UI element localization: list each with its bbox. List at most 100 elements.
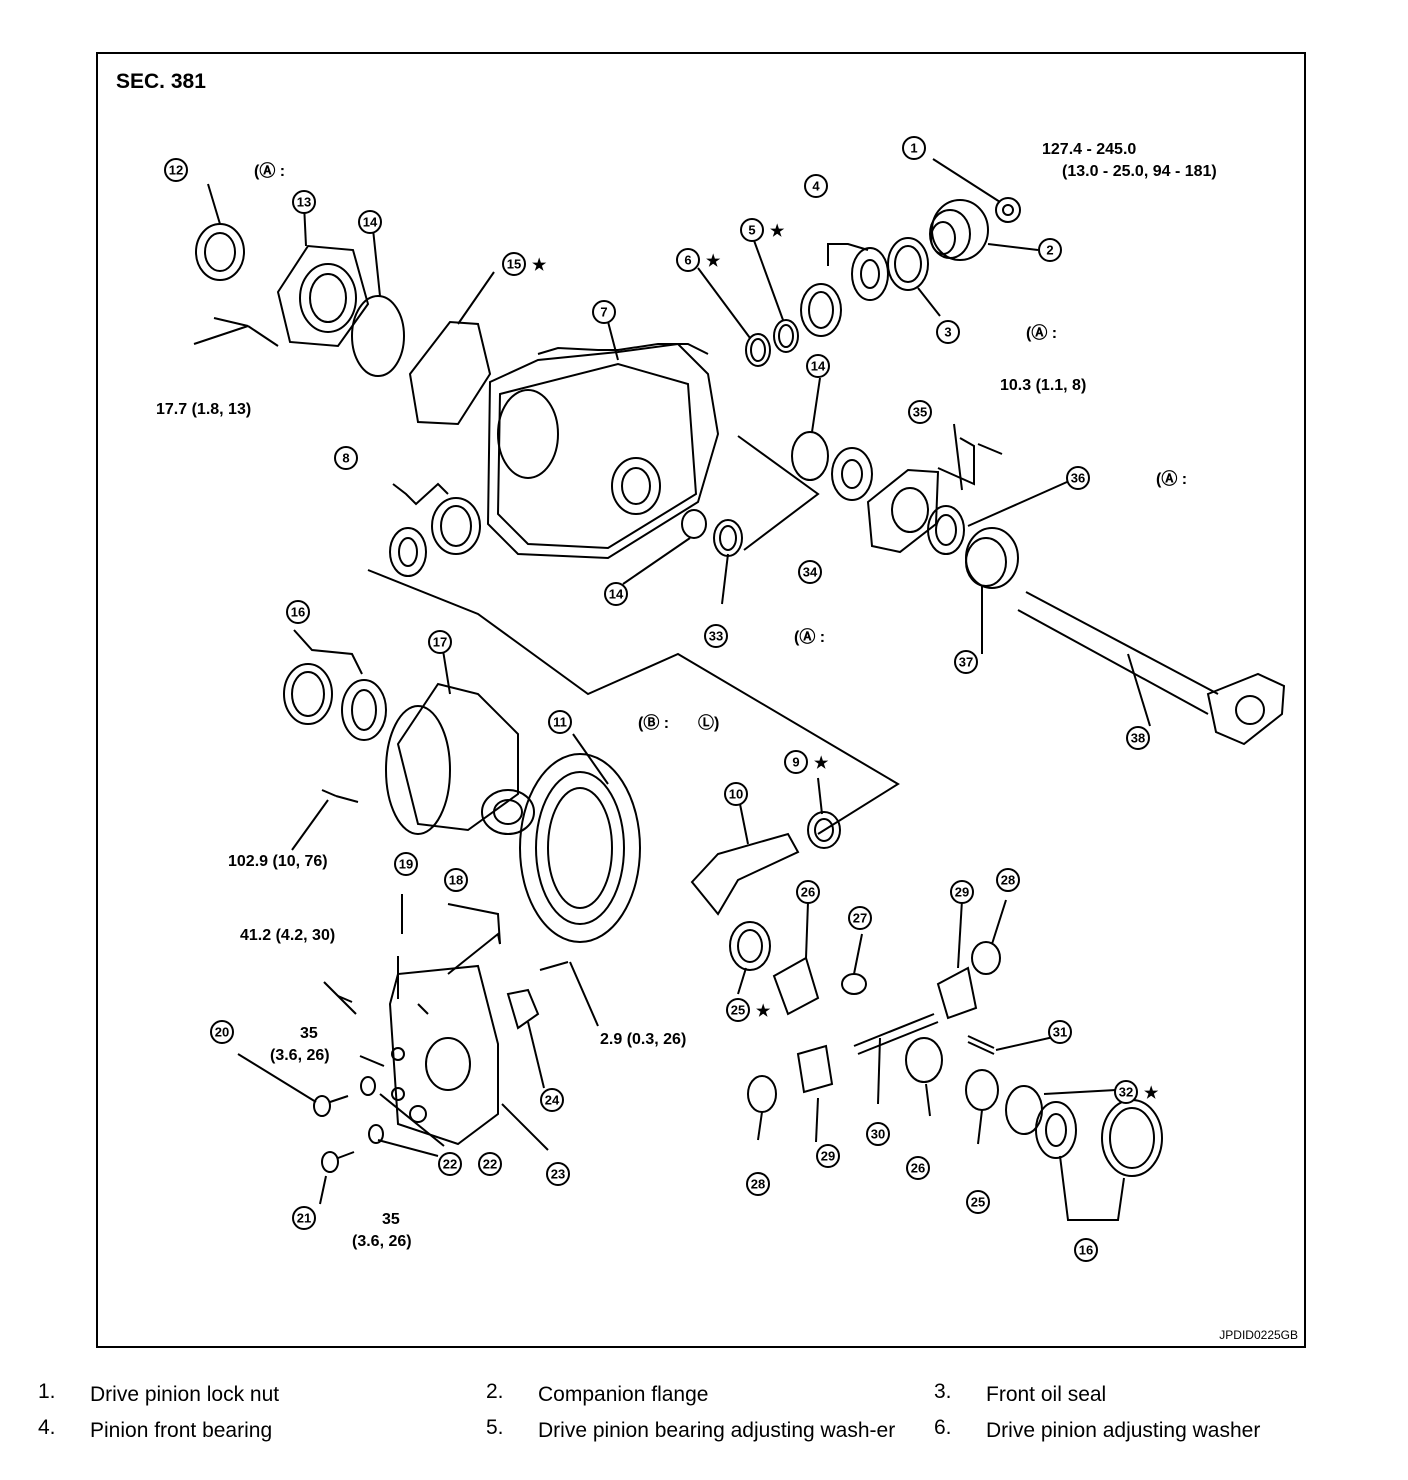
callout-circle [394, 852, 418, 876]
callout-number: 1 [910, 141, 917, 156]
callout-annotation: 127.4 - 245.0 [1042, 141, 1136, 158]
part-rear-cover [323, 894, 599, 1151]
torque-label: 2.9 (0.3, 26) [600, 1031, 686, 1048]
callout-number: 2 [1046, 243, 1053, 258]
callout-number: 14 [609, 587, 624, 602]
legend-number: 6. [934, 1416, 952, 1439]
callout-circle [902, 136, 926, 160]
callout-circle [866, 1122, 890, 1146]
callout-annotation-line2: (3.6, 26) [352, 1233, 412, 1250]
callout-circle [1048, 1020, 1072, 1044]
callout-number: 8 [342, 451, 349, 466]
callout-28: 28 [996, 868, 1020, 892]
callout-circle [908, 400, 932, 424]
part-companion-flange [929, 199, 1039, 261]
callout-31: 31 [1048, 1020, 1072, 1044]
part-drive-shaft [737, 435, 1286, 746]
callout-32: 32★ [1114, 1080, 1159, 1104]
callout-4: 4 [804, 174, 828, 198]
callout-number: 11 [553, 715, 567, 730]
callout-number: 13 [297, 195, 311, 210]
callout-30: 30 [866, 1122, 890, 1146]
callout-number: 30 [871, 1127, 885, 1142]
legend-number: 1. [38, 1380, 56, 1403]
callout-2: 2 [1038, 238, 1062, 262]
part-side-retainer-left [193, 203, 370, 348]
callout-circle [796, 880, 820, 904]
callout-circle [438, 1152, 462, 1176]
callout-number: 6 [684, 253, 691, 268]
callout-number: 22 [443, 1157, 457, 1172]
part-gasket [408, 271, 495, 426]
callout-16: 16 [286, 600, 310, 624]
callout-circle [704, 624, 728, 648]
callout-number: 10 [729, 787, 743, 802]
callout-number: 37 [959, 655, 973, 670]
callout-26: 26 [796, 880, 820, 904]
callout-circle [724, 782, 748, 806]
legend-text: Pinion front bearing [90, 1419, 273, 1442]
callout-29: 29 [950, 880, 974, 904]
callout-number: 16 [291, 605, 305, 620]
part-drive-gear [519, 733, 641, 943]
star-mark: ★ [770, 223, 785, 240]
callout-14: 14 [604, 582, 628, 606]
callout-circle [546, 1162, 570, 1186]
callout-number: 22 [483, 1157, 497, 1172]
part-side-bearing [283, 629, 387, 741]
legend-number: 3. [934, 1380, 952, 1403]
callout-number: 38 [1131, 731, 1145, 746]
callout-number: 17 [433, 635, 447, 650]
callout-number: 18 [449, 873, 463, 888]
section-label: SEC. 381 [116, 70, 206, 93]
legend-text: Companion flange [538, 1383, 709, 1406]
callout-number: 29 [821, 1149, 835, 1164]
callout-number: 21 [297, 1211, 311, 1226]
part-o-rings [351, 228, 829, 585]
callout-circle [1038, 238, 1062, 262]
star-mark: ★ [756, 1003, 771, 1020]
legend-text: Drive pinion lock nut [90, 1383, 280, 1406]
callout-37: 37 [954, 650, 978, 674]
callout-13: 13 [292, 190, 316, 214]
callout-annotation: (Ⓐ : [794, 627, 825, 646]
callout-36: 36(Ⓐ : [1066, 466, 1187, 490]
callout-22: 22 [478, 1152, 502, 1176]
callout-12: 12(Ⓐ : [164, 158, 285, 182]
callout-33: 33(Ⓐ : [704, 624, 825, 648]
callout-3: 3 (Ⓐ : [936, 320, 1057, 344]
callout-38: 38 [1126, 726, 1150, 750]
callout-circle [950, 880, 974, 904]
callout-9: 9★ [784, 750, 829, 774]
part-adjusting-washers [697, 223, 799, 367]
torque-label: 10.3 (1.1, 8) [1000, 377, 1086, 394]
callout-10: 10 [724, 782, 748, 806]
callout-11: 11 (Ⓑ : Ⓛ) [548, 710, 719, 734]
callout-circle [806, 354, 830, 378]
callout-35: 35 [908, 400, 932, 424]
star-mark: ★ [706, 253, 721, 270]
callout-19: 19 [394, 852, 418, 876]
callout-number: 26 [911, 1161, 925, 1176]
callout-number: 24 [545, 1093, 560, 1108]
legend-number: 2. [486, 1380, 504, 1403]
callout-24: 24 [540, 1088, 564, 1112]
callout-number: 20 [215, 1025, 229, 1040]
callout-number: 12 [169, 163, 183, 178]
callout-number: 34 [803, 565, 818, 580]
callout-number: 3 [944, 325, 951, 340]
callout-29: 29 [816, 1144, 840, 1168]
callout-number: 25 [731, 1003, 745, 1018]
callout-circle [1126, 726, 1150, 750]
callout-number: 32 [1119, 1085, 1133, 1100]
callout-25: 25 ★ [726, 998, 771, 1022]
callout-annotation-line2: Ⓛ) [698, 713, 719, 732]
callout-annotation: (Ⓑ : [638, 713, 669, 732]
callout-circle [292, 190, 316, 214]
callout-circle [210, 1020, 234, 1044]
callout-annotation: (Ⓐ : [1026, 323, 1057, 342]
part-drive-pinion [690, 777, 841, 916]
callout-25: 25 [966, 1190, 990, 1214]
callout-number: 28 [751, 1177, 765, 1192]
